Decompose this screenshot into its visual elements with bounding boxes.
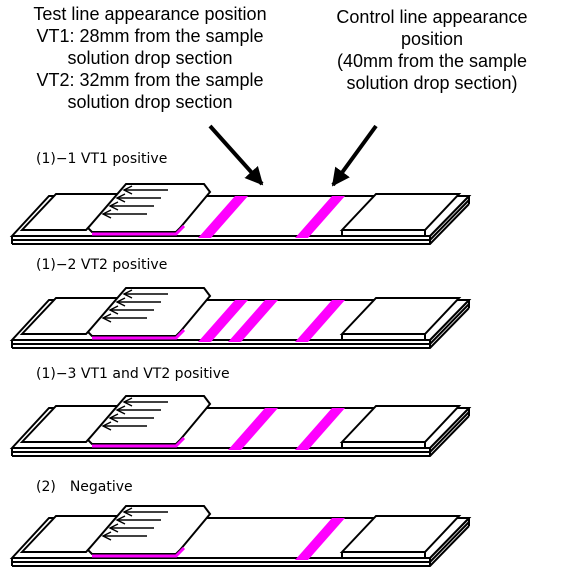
conjugate-pad-magenta-edge <box>92 436 186 448</box>
flow-arrow-head <box>115 405 126 415</box>
control-line <box>295 518 345 560</box>
flow-arrow-head <box>122 507 133 517</box>
flow-arrow-head <box>101 313 112 323</box>
absorbent-pad <box>339 515 462 553</box>
control-line-annotation-line: Control line appearance <box>336 7 528 27</box>
flow-arrow-head <box>122 397 133 407</box>
conjugate-pad <box>86 287 212 337</box>
test-line-annotation-line: Test line appearance position <box>33 4 267 24</box>
conjugate-pad <box>86 395 212 445</box>
flow-arrow-head <box>115 193 126 203</box>
control-line-annotation-line: position <box>400 29 464 49</box>
test-strip <box>9 183 472 245</box>
vt2-test-line <box>228 408 278 450</box>
strip-caption: (1)−1 VT1 positive <box>36 151 168 167</box>
flow-arrow-head <box>115 297 126 307</box>
control-line <box>295 196 345 238</box>
absorbent-pad <box>339 193 462 231</box>
conjugate-pad <box>86 183 212 233</box>
test-line-annotation-line: VT1: 28mm from the sample <box>36 26 264 46</box>
strip-caption: (2) Negative <box>36 479 133 495</box>
flow-arrow-head <box>122 289 133 299</box>
conjugate-pad-magenta-edge <box>92 224 186 236</box>
flow-arrow-head <box>101 421 112 431</box>
flow-arrow-head <box>108 523 119 533</box>
flow-arrow-head <box>108 305 119 315</box>
test-line-annotation-line: VT2: 32mm from the sample <box>36 70 264 90</box>
strip-caption: (1)−2 VT2 positive <box>36 257 168 273</box>
flow-arrow-head <box>122 185 133 195</box>
test-line-annotation-line: solution drop section <box>67 92 233 112</box>
flow-arrow-head <box>108 413 119 423</box>
conjugate-pad <box>86 505 212 555</box>
strip-caption: (1)−3 VT1 and VT2 positive <box>36 366 230 382</box>
control-line-annotation-line: (40mm from the sample <box>336 51 528 71</box>
flow-arrow-head <box>101 209 112 219</box>
test-line-annotation: Test line appearance position VT1: 28mm … <box>5 3 295 113</box>
control-line <box>295 300 345 342</box>
vt1-test-line <box>198 196 248 238</box>
test-strip <box>9 287 472 349</box>
test-line-annotation-line: solution drop section <box>67 48 233 68</box>
control-line-annotation: Control line appearance position (40mm f… <box>300 6 564 94</box>
flow-arrow-head <box>115 515 126 525</box>
absorbent-pad <box>339 405 462 443</box>
absorbent-pad <box>339 297 462 335</box>
control-line-annotation-line: solution drop section) <box>346 73 518 93</box>
flow-arrow-head <box>108 201 119 211</box>
test-strip <box>9 395 472 457</box>
vt2-test-line <box>228 300 278 342</box>
test-strip <box>9 505 472 567</box>
conjugate-pad-magenta-edge <box>92 328 186 340</box>
flow-arrow-head <box>101 531 112 541</box>
control-line <box>295 408 345 450</box>
control-line-pointer-arrow <box>331 124 378 187</box>
conjugate-pad-magenta-edge <box>92 546 186 558</box>
test-line-pointer-arrow <box>208 124 264 186</box>
vt1-test-line <box>198 300 248 342</box>
